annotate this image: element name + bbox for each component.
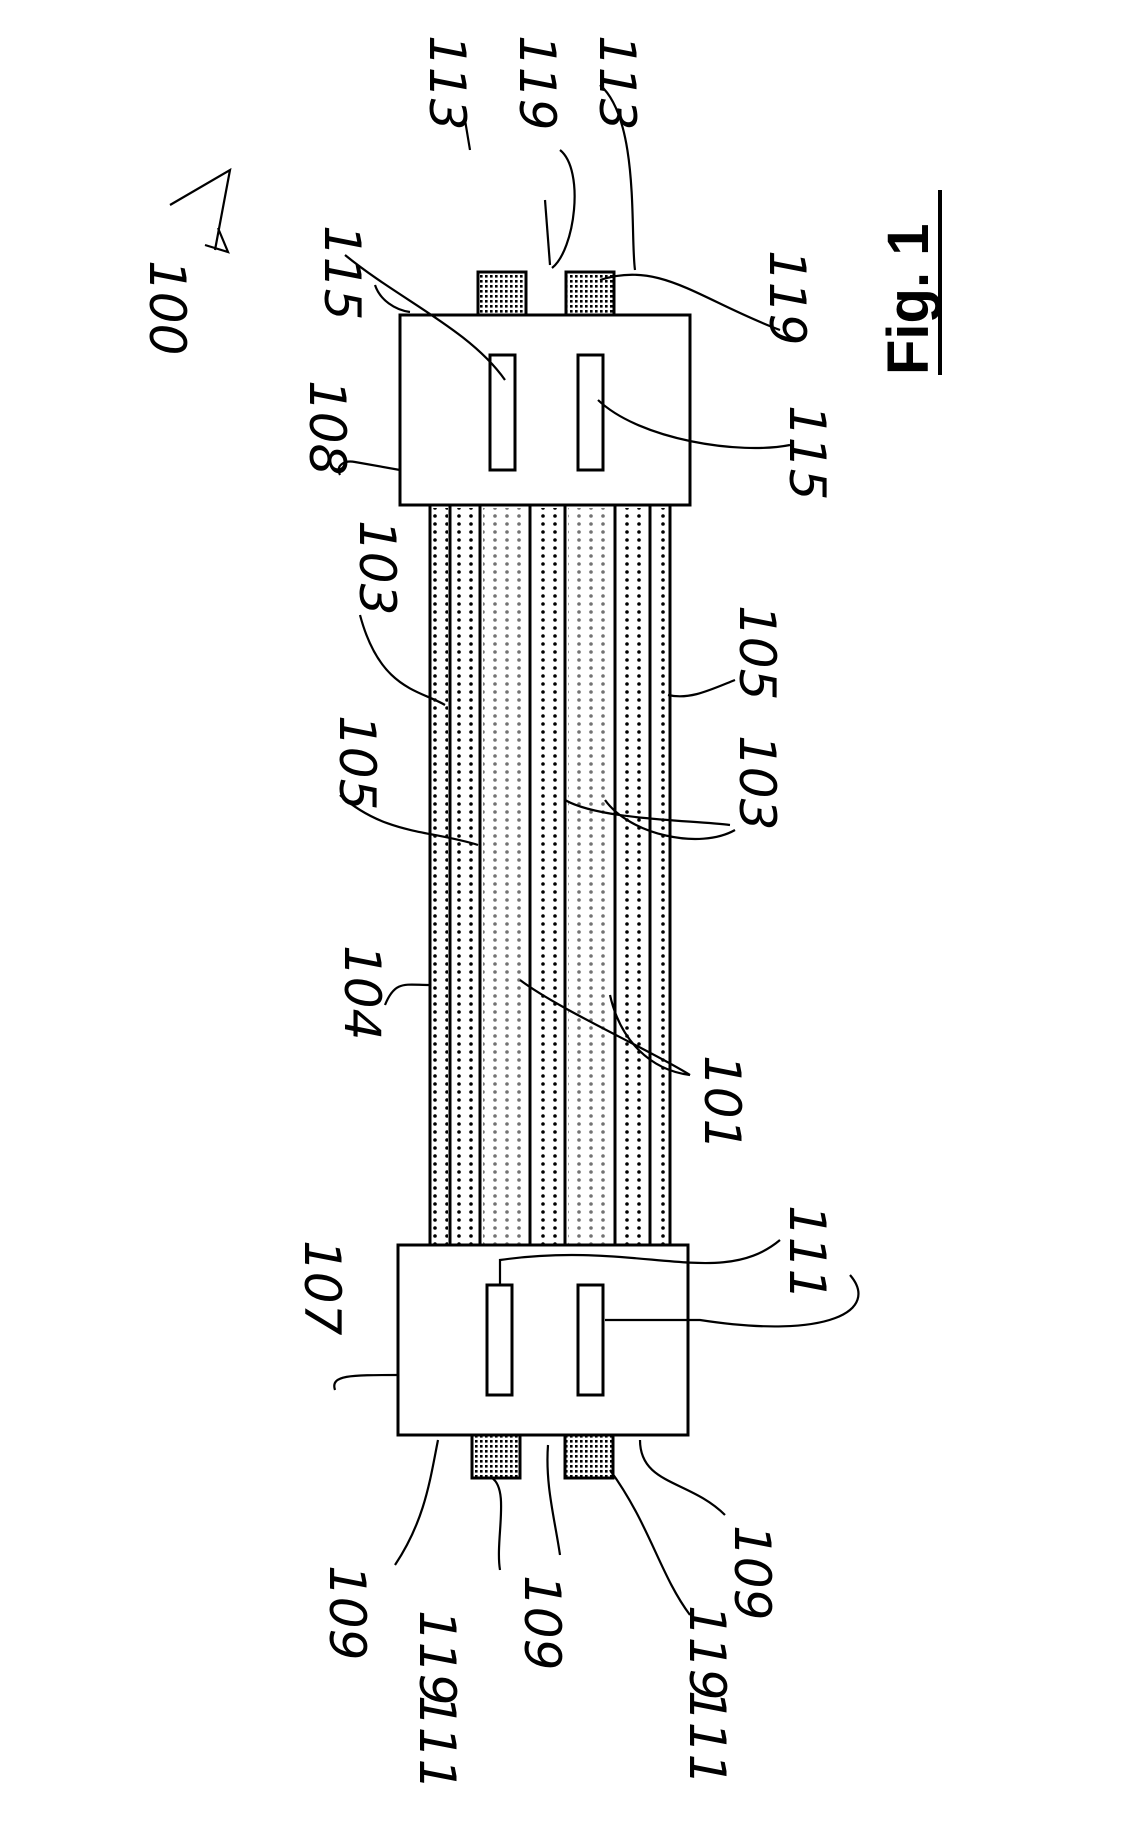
label-111-a: 111 — [778, 1205, 836, 1300]
slot-top-a — [490, 355, 515, 470]
label-104: 104 — [333, 945, 391, 1040]
header-top — [400, 272, 690, 505]
label-107: 107 — [293, 1240, 351, 1336]
figure-title: Fig. 1 — [876, 224, 941, 375]
port-top-a — [478, 272, 526, 315]
label-119-b: 119 — [758, 250, 816, 345]
port-bottom-a — [472, 1435, 520, 1478]
label-113-b: 113 — [588, 35, 646, 130]
slot-bottom-a — [487, 1285, 512, 1395]
port-bottom-b — [565, 1435, 613, 1478]
label-108: 108 — [298, 380, 356, 475]
label-109-a: 109 — [318, 1565, 376, 1660]
label-101: 101 — [693, 1055, 751, 1150]
label-115-b: 115 — [778, 405, 836, 500]
header-bottom — [398, 1245, 688, 1478]
label-100: 100 — [138, 260, 196, 355]
slot-bottom-b — [578, 1285, 603, 1395]
label-115-a: 115 — [313, 225, 371, 320]
label-119-c: 119 — [408, 1610, 466, 1705]
slot-top-b — [578, 355, 603, 470]
label-103-a: 103 — [348, 520, 406, 615]
figure-caption: Fig. 1 — [876, 190, 941, 375]
label-105-b: 105 — [728, 605, 786, 700]
label-119-a: 119 — [508, 35, 566, 130]
label-109-b: 109 — [513, 1575, 571, 1670]
label-119-d: 119 — [678, 1605, 736, 1700]
label-103-b: 103 — [728, 735, 786, 830]
label-111-b: 111 — [408, 1695, 466, 1790]
tube-bundle — [430, 505, 670, 1255]
label-105-a: 105 — [328, 715, 386, 810]
label-113-a: 113 — [418, 35, 476, 130]
label-111-c: 111 — [678, 1690, 736, 1785]
